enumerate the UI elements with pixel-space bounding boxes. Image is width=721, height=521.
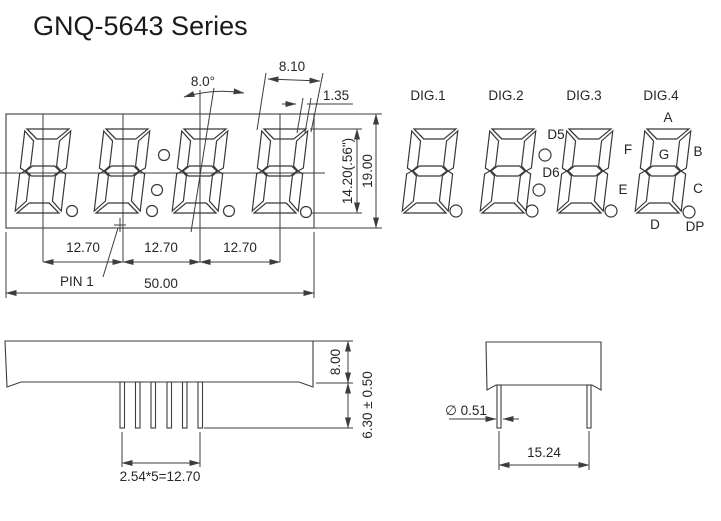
dp-dot-ref-2 (525, 204, 539, 218)
dim-digit-top-width: 8.10 (256, 59, 324, 133)
end-pin-right (586, 384, 592, 429)
dim-segment-width-label: 1.35 (323, 88, 349, 103)
dp-dot-3 (222, 204, 236, 218)
dig2-label: DIG.2 (488, 88, 523, 103)
colon-dot-d5 (538, 148, 552, 162)
dim-package-width-label: 50.00 (144, 276, 178, 291)
dim-package-height: 19.00 (314, 113, 382, 229)
dim-body-height-label: 8.00 (328, 349, 343, 375)
dim-pitch-label-3: 12.70 (223, 240, 257, 255)
package-outline (5, 113, 315, 229)
colon-dot-lower (150, 183, 164, 197)
dim-pin-pitch: 2.54*5=12.70 (120, 432, 201, 484)
dim-package-width: 50.00 (5, 232, 315, 298)
pin1-callout: PIN 1 (60, 218, 126, 289)
dim-angle: 8.0° (183, 74, 245, 98)
dim-pitch-label-1: 12.70 (66, 240, 100, 255)
segment-letters: A F G B E C D DP (618, 110, 704, 234)
end-pin-left (496, 384, 502, 429)
dp-dot-1 (65, 204, 79, 218)
dim-pin-diameter: ∅ 0.51 (445, 403, 519, 422)
dp-dot-ref-1 (449, 204, 463, 218)
segment-g-label: G (659, 147, 670, 162)
dp-dot-ref-3 (604, 204, 618, 218)
segment-d-label: D (650, 217, 660, 232)
dp-dot-2 (145, 204, 159, 218)
d6-label: D6 (542, 165, 559, 180)
dim-pitch-label-2: 12.70 (144, 240, 178, 255)
side-view: 8.00 6.30 ± 0.50 2.54*5=12.70 (4, 340, 375, 484)
segment-a-label: A (663, 110, 672, 125)
dig3-label: DIG.3 (566, 88, 601, 103)
dim-pin-diameter-label: ∅ 0.51 (445, 403, 487, 418)
side-body-outline (4, 340, 314, 388)
dim-pin-row-spacing-label: 15.24 (527, 445, 561, 460)
colon-dot-d6 (532, 183, 546, 197)
seven-segment-digit-2 (93, 128, 151, 214)
segment-dp-label: DP (686, 219, 705, 234)
dp-dot-ref-4 (682, 205, 696, 219)
pin1-label: PIN 1 (60, 274, 94, 289)
seven-segment-digit-ref-3 (556, 128, 614, 214)
dig1-label: DIG.1 (410, 88, 445, 103)
dim-digit-pitch: 12.70 12.70 12.70 (42, 240, 281, 265)
segment-b-label: B (693, 144, 702, 159)
dig4-label: DIG.4 (643, 88, 679, 103)
d5-label: D5 (547, 127, 564, 142)
segment-f-label: F (624, 142, 632, 157)
dim-angle-label: 8.0° (191, 74, 215, 89)
dim-pin-row-spacing: 15.24 (498, 431, 590, 470)
dim-pin-length: 6.30 ± 0.50 (204, 371, 375, 439)
dim-package-height-label: 19.00 (360, 154, 375, 188)
dim-digit-height: 14.20(.56") (310, 128, 362, 214)
end-body-outline (485, 341, 602, 391)
segment-c-label: C (693, 181, 703, 196)
segment-e-label: E (618, 182, 627, 197)
segment-view: DIG.1 DIG.2 DIG.3 DIG.4 D5 D6 A F G B E … (401, 88, 704, 234)
colon-dot-upper (157, 148, 171, 162)
end-view: ∅ 0.51 15.24 (445, 341, 602, 470)
seven-segment-digit-ref-4 (634, 128, 692, 214)
dim-pin-length-label: 6.30 ± 0.50 (360, 371, 375, 438)
page-title: GNQ-5643 Series (33, 11, 248, 41)
dim-digit-top-width-label: 8.10 (279, 59, 305, 74)
seven-segment-digit-ref-2 (479, 128, 537, 214)
seven-segment-digit-ref-1 (401, 128, 459, 214)
front-view: 8.0° 8.10 1.35 14.20(.56") (0, 59, 382, 298)
dim-body-height: 8.00 (313, 340, 353, 384)
side-pins (119, 381, 204, 429)
dim-segment-width: 1.35 (282, 88, 353, 134)
dp-dot-4 (299, 205, 313, 219)
dim-digit-height-label: 14.20(.56") (340, 138, 355, 204)
dim-pin-pitch-label: 2.54*5=12.70 (120, 469, 201, 484)
